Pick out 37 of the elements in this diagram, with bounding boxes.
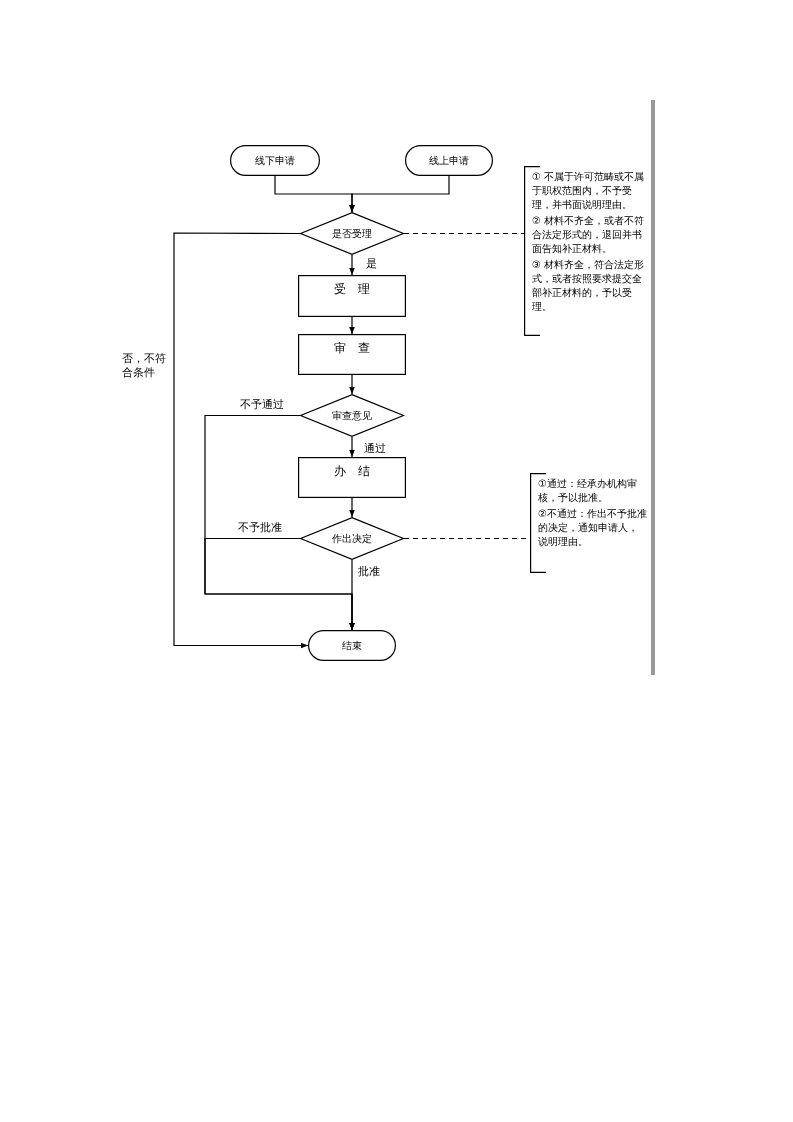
node-label: 办 结 — [334, 463, 370, 480]
edge-label: 不予批准 — [238, 521, 282, 535]
node-label: 审查意见 — [332, 408, 372, 423]
arrow — [349, 254, 355, 276]
decision-diamond — [300, 212, 404, 255]
note-text: ① 不属于许可范畴或不属于职权范围内，不予受理，并书面说明理由。 — [532, 170, 646, 212]
arrow — [349, 374, 355, 395]
arrow — [349, 436, 355, 458]
decision-diamond — [300, 517, 404, 560]
process-box — [298, 275, 406, 317]
node-label: 线下申请 — [255, 153, 295, 168]
terminal-box — [405, 145, 493, 176]
edge-label: 通过 — [364, 442, 386, 456]
note-text: ①通过：经承办机构审核，予以批准。 — [538, 477, 638, 505]
decision-diamond — [300, 394, 404, 437]
arrow — [349, 175, 450, 213]
arrow — [349, 497, 355, 518]
arrow — [349, 316, 355, 335]
edge-label: 是 — [366, 257, 377, 271]
note-text: ②不通过：作出不予批准的决定，通知申请人，说明理由。 — [538, 507, 647, 549]
node-label: 审 查 — [334, 340, 370, 357]
node-label: 是否受理 — [332, 226, 372, 241]
node-label: 结束 — [342, 638, 362, 653]
edge-label: 批准 — [358, 565, 380, 579]
arrow — [173, 232, 309, 649]
note-text: ② 材料不齐全，或者不符合法定形式的，退回并书面告知补正材料。 — [532, 214, 646, 256]
process-box — [298, 334, 406, 375]
edge-label: 不予通过 — [240, 398, 284, 412]
terminal-box — [308, 630, 396, 661]
node-label: 线上申请 — [429, 153, 469, 168]
process-box — [298, 457, 406, 498]
note-text: ③ 材料齐全，符合法定形式，或者按照要求提交全部补正材料的，予以受理。 — [532, 258, 646, 314]
node-label: 作出决定 — [332, 531, 372, 546]
dashed-connector — [403, 232, 525, 235]
node-label: 受 理 — [334, 281, 370, 298]
arrow — [204, 537, 355, 631]
terminal-box — [230, 145, 320, 176]
